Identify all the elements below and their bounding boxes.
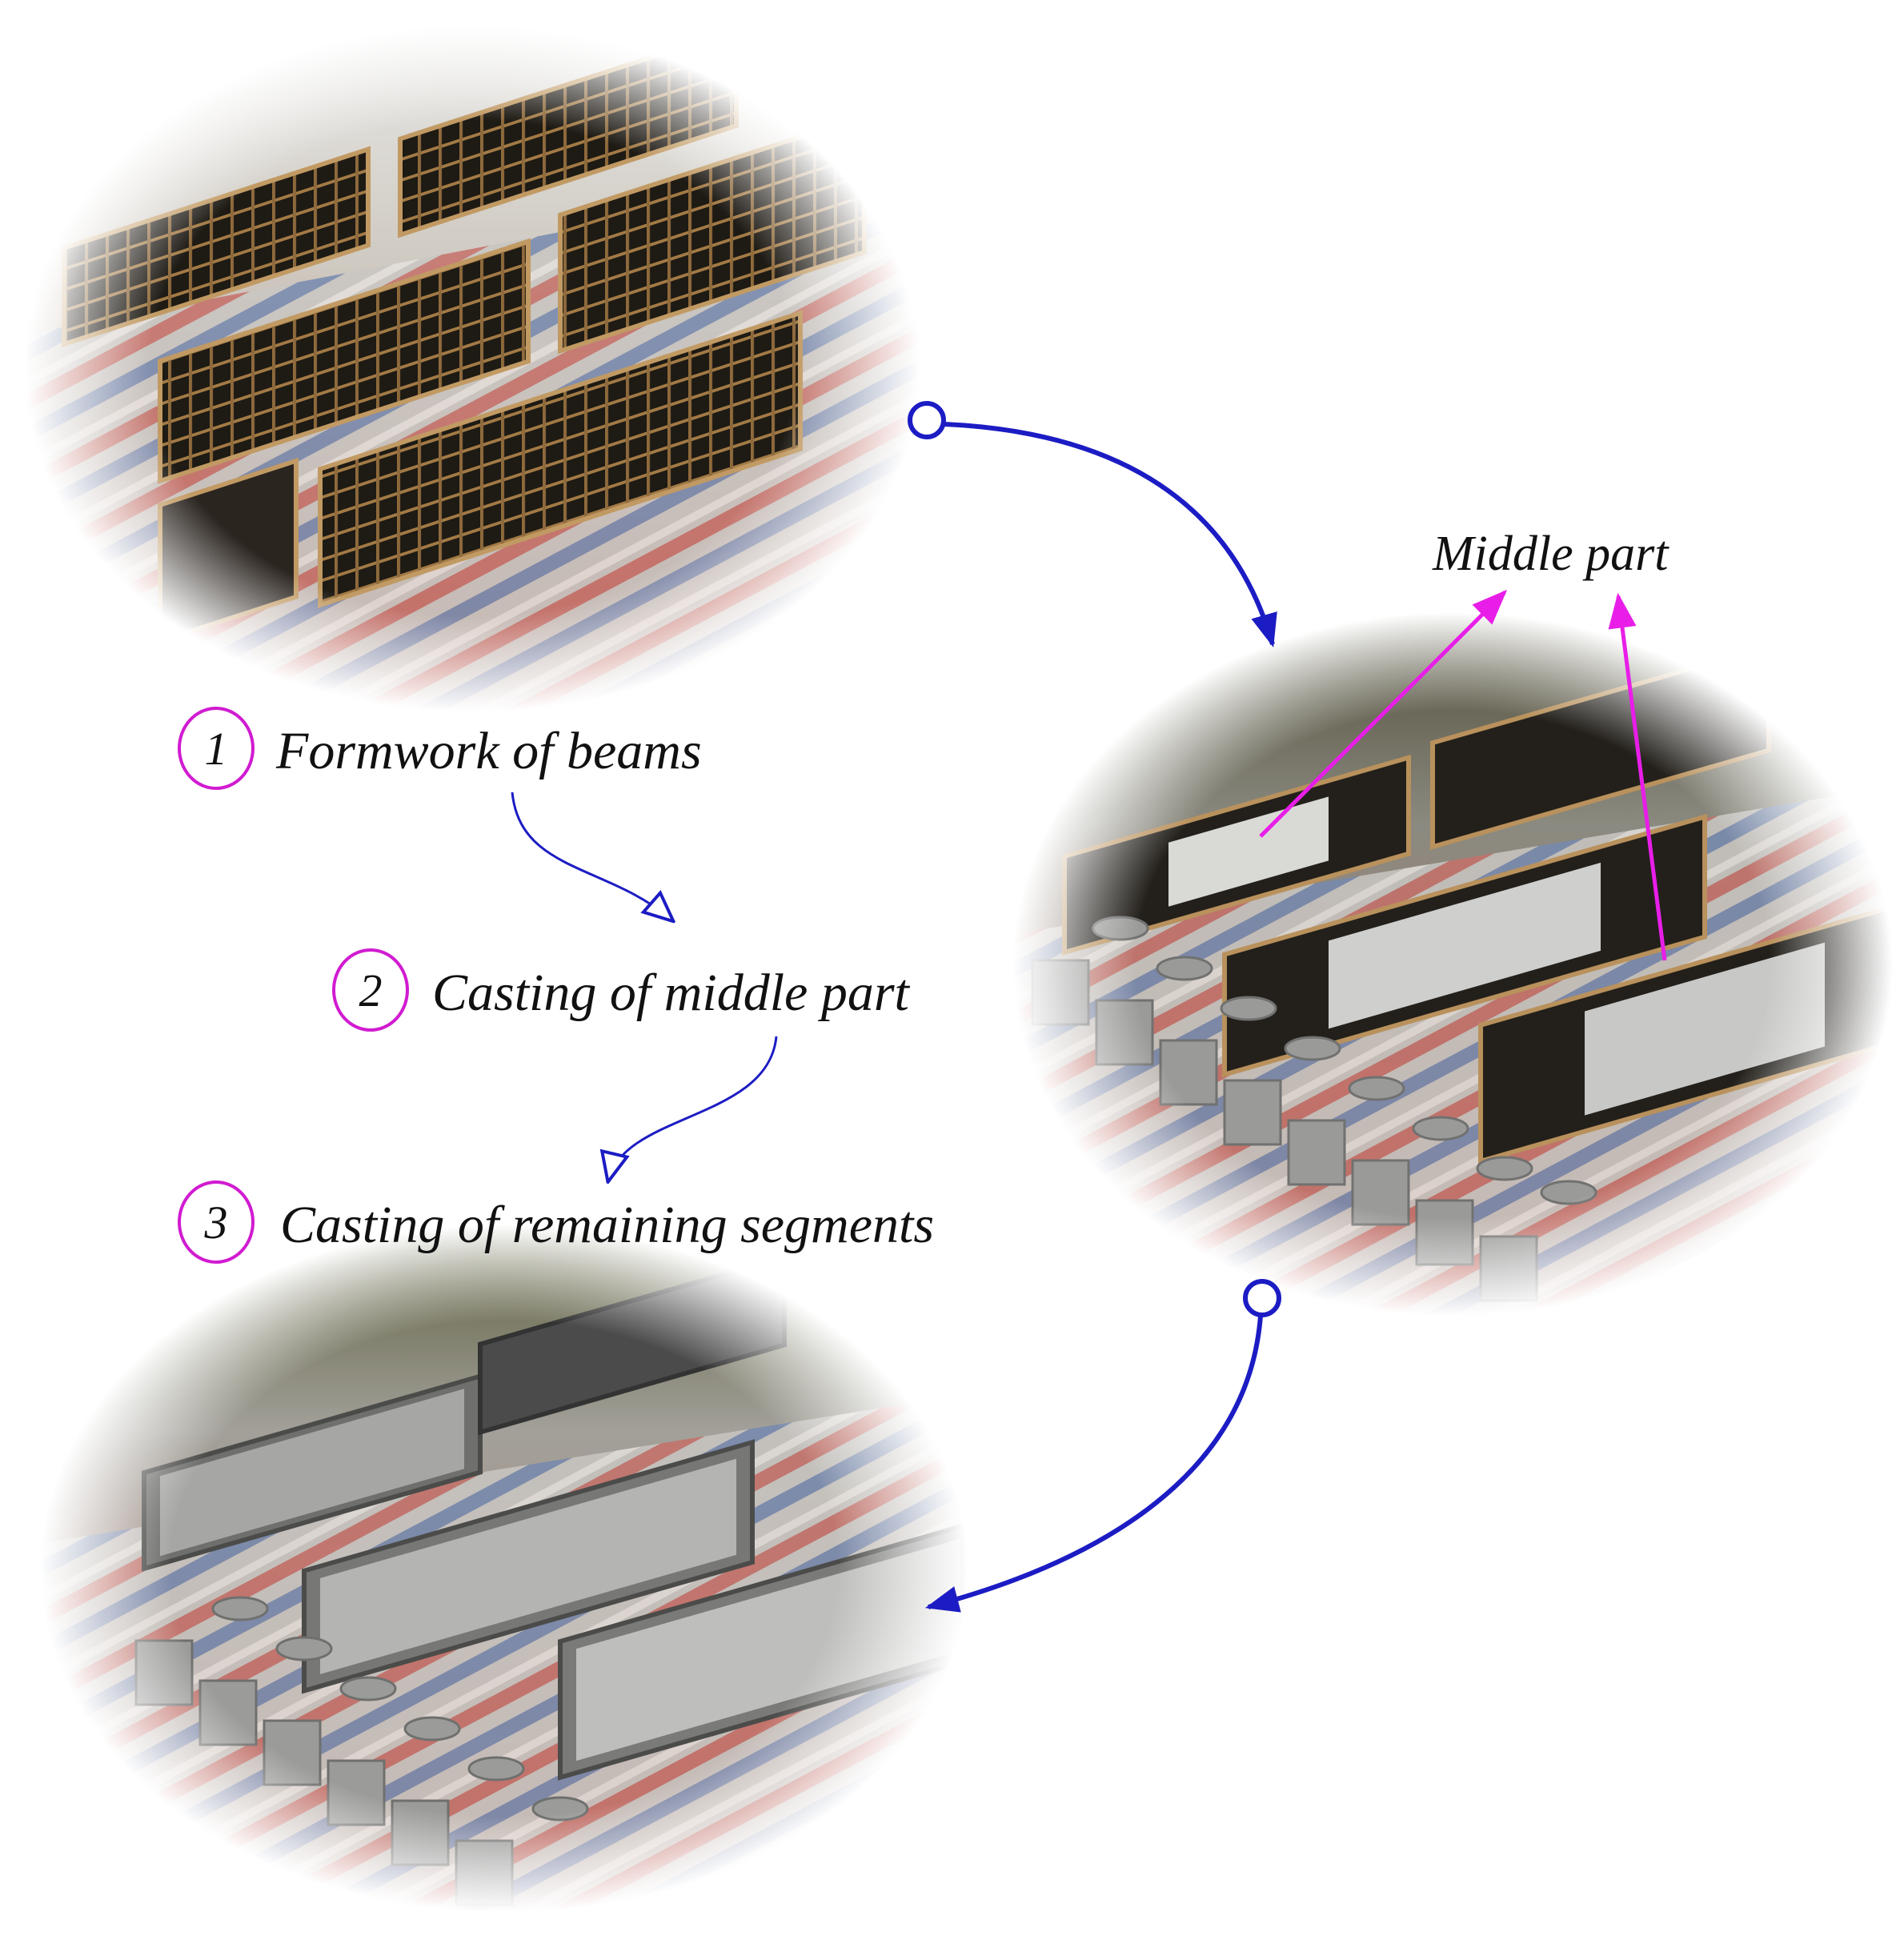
step-3: 3 Casting of remaining segments	[178, 1180, 934, 1264]
middle-part-arrow-left	[1259, 589, 1508, 838]
step-1: 1 Formwork of beams	[178, 707, 702, 790]
photo-formwork	[16, 16, 936, 720]
flow-arrow-2-to-3	[924, 1279, 1281, 1613]
step-2-number: 2	[359, 964, 383, 1016]
photo-middle-part-cast	[1000, 608, 1904, 1329]
step-2-label: Casting of middle part	[432, 964, 911, 1022]
photo-remaining-segments-cast	[32, 1224, 979, 1913]
step-1-number-circle	[178, 707, 255, 790]
step-3-number-circle	[178, 1180, 255, 1264]
step-2-number-circle	[332, 948, 409, 1032]
step-3-number: 3	[204, 1196, 228, 1249]
step-1-label: Formwork of beams	[275, 722, 702, 780]
step-3-label: Casting of remaining segments	[280, 1196, 934, 1254]
middle-part-label: Middle part	[1432, 527, 1670, 581]
middle-part-arrow-right	[1608, 592, 1667, 961]
flow-arrow-1-to-2	[908, 401, 1277, 648]
step-2: 2 Casting of middle part	[332, 948, 911, 1032]
step-arrow-2-to-3	[608, 1036, 778, 1180]
step-1-number: 1	[205, 723, 228, 775]
step-arrow-1-to-2	[511, 792, 672, 920]
